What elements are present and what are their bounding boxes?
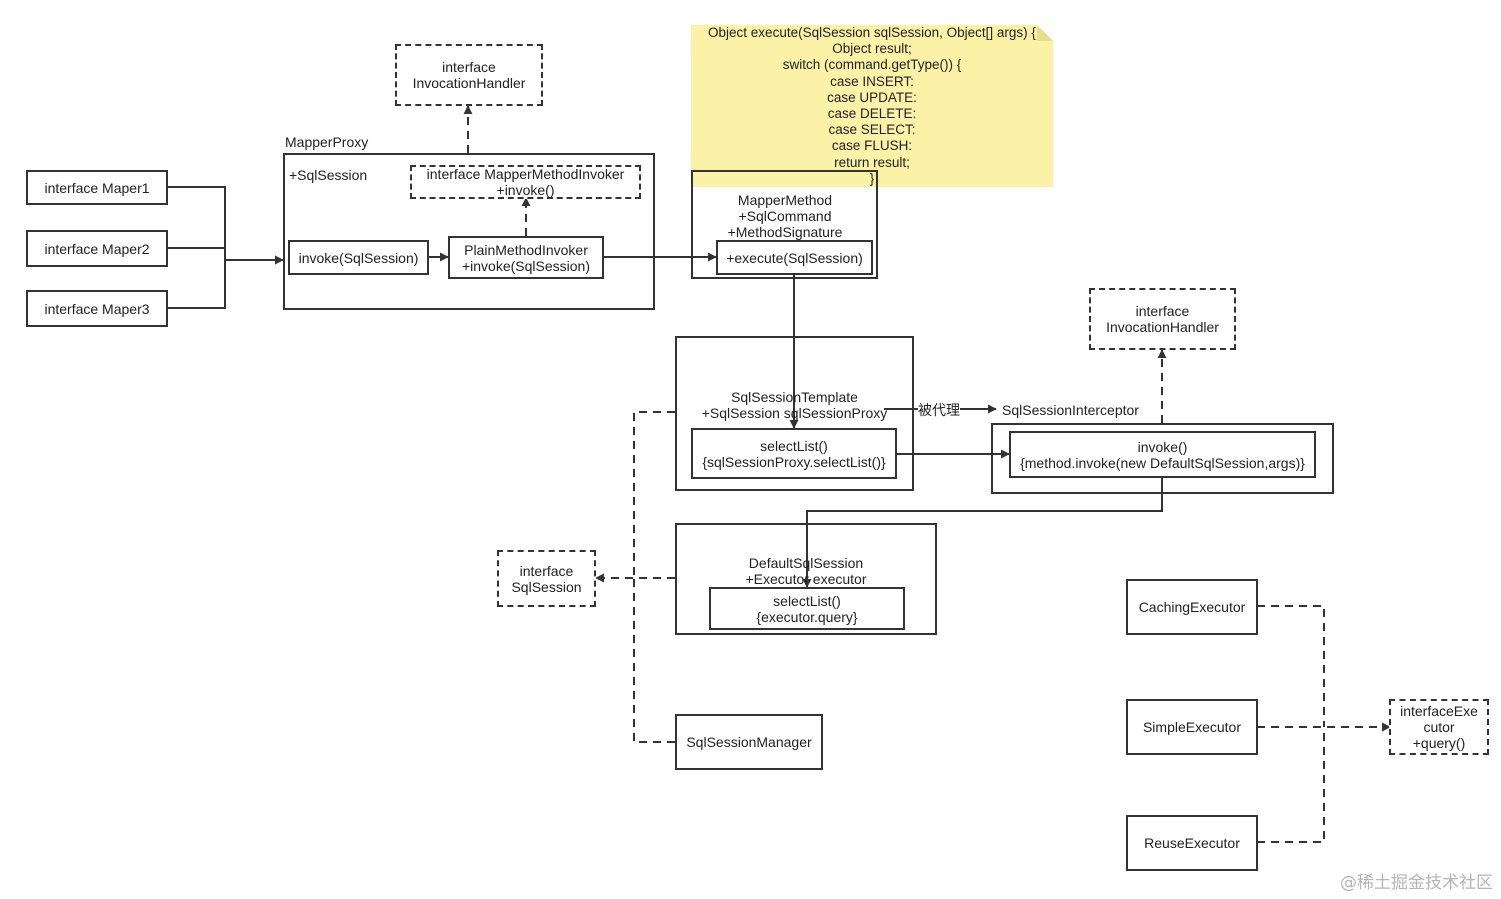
interceptor-invoke-box: invoke() {method.invoke(new DefaultSqlSe… <box>1009 431 1316 478</box>
note-line: case FLUSH: <box>831 138 913 154</box>
template-select-line: selectList() <box>760 437 828 454</box>
simple-executor-box: SimpleExecutor <box>1126 699 1258 755</box>
caching-executor-box: CachingExecutor <box>1126 579 1258 635</box>
maper1-connector <box>167 186 226 260</box>
execute-label: +execute(SqlSession) <box>726 249 863 266</box>
interface-maper1-box: interface Maper1 <box>26 170 168 205</box>
reuse-executor-box: ReuseExecutor <box>1126 815 1258 871</box>
interceptor-to-default-select-arrow <box>802 478 1163 588</box>
plain-invoker-line: +invoke(SqlSession) <box>461 257 590 274</box>
invocation-handler-line: InvocationHandler <box>412 75 526 91</box>
manager-implements-line <box>633 578 675 743</box>
interface-maper3-box: interface Maper3 <box>26 290 168 327</box>
mapper-method-line: +MethodSignature <box>727 224 843 240</box>
note-line: Object execute(SqlSession sqlSession, Ob… <box>708 25 1036 40</box>
proxied-label: 被代理 <box>918 402 960 418</box>
mapper-method-invoker-box: interface MapperMethodInvoker +invoke() <box>410 165 641 199</box>
note-line: case DELETE: <box>827 106 917 122</box>
method-invoker-line: +invoke() <box>496 182 555 198</box>
template-line: +SqlSession sqlSessionProxy <box>701 405 888 421</box>
default-sql-session-container <box>675 523 937 635</box>
executor-interface-line: interfaceExe <box>1400 703 1478 719</box>
invocation-handler-right-box: interface InvocationHandler <box>1089 288 1236 350</box>
interceptor-invoke-line: invoke() <box>1137 438 1188 455</box>
plain-invoker-line: PlainMethodInvoker <box>464 241 588 258</box>
maper3-connector <box>167 260 226 309</box>
mapper-method-line: +SqlCommand <box>738 208 832 224</box>
default-session-line: DefaultSqlSession <box>748 555 864 571</box>
mapper-method-container <box>691 170 878 279</box>
note-line: return result; <box>834 154 910 170</box>
sql-session-line: SqlSession <box>511 578 582 595</box>
note-line: case UPDATE: <box>827 89 917 105</box>
mapper-method-line: MapperMethod <box>737 192 833 208</box>
interface-executor-box: interfaceExe cutor +query() <box>1389 699 1489 755</box>
default-select-line: selectList() <box>773 592 841 609</box>
maper1-label: interface Maper1 <box>44 179 150 196</box>
template-select-line: {sqlSessionProxy.selectList()} <box>702 453 886 470</box>
default-select-line: {executor.query} <box>756 608 858 625</box>
note-line: Object result; <box>832 41 912 57</box>
caching-executor-line <box>1257 605 1325 727</box>
invoke-sqlsession-box: invoke(SqlSession) <box>288 240 429 275</box>
note-line: case SELECT: <box>828 122 916 138</box>
template-line: SqlSessionTemplate <box>731 389 858 405</box>
note-line: switch (command.getType()) { <box>782 57 962 73</box>
sql-session-manager-box: SqlSessionManager <box>675 714 823 770</box>
interface-sql-session-box: interface SqlSession <box>497 550 596 607</box>
invocation-handler-line: interface <box>442 59 496 75</box>
sql-session-manager-label: SqlSessionManager <box>686 734 812 750</box>
mapper-proxy-container <box>283 153 655 310</box>
invocation-handler-line: InvocationHandler <box>1106 319 1219 335</box>
executor-interface-line: +query() <box>1412 735 1466 751</box>
caching-executor-label: CachingExecutor <box>1138 599 1246 615</box>
execute-method-box: +execute(SqlSession) <box>716 240 873 275</box>
mapper-proxy-title: MapperProxy <box>285 134 369 150</box>
reuse-executor-line <box>1257 727 1325 843</box>
sql-session-template-label: SqlSessionTemplate +SqlSession sqlSessio… <box>675 389 914 421</box>
default-sql-session-label: DefaultSqlSession +Executor executor <box>675 555 937 587</box>
interceptor-title: SqlSessionInterceptor <box>1002 402 1139 418</box>
reuse-executor-label: ReuseExecutor <box>1144 835 1240 851</box>
mapper-method-label: MapperMethod +SqlCommand +MethodSignatur… <box>700 192 870 240</box>
default-select-list-box: selectList() {executor.query} <box>709 587 905 630</box>
executor-interface-line: cutor <box>1423 719 1455 735</box>
simple-executor-label: SimpleExecutor <box>1142 719 1242 735</box>
maper3-label: interface Maper3 <box>44 300 150 317</box>
sql-session-line: interface <box>519 562 574 579</box>
method-invoker-line: interface MapperMethodInvoker <box>426 166 625 182</box>
interceptor-invoke-line: {method.invoke(new DefaultSqlSession,arg… <box>1020 454 1305 471</box>
template-select-list-box: selectList() {sqlSessionProxy.selectList… <box>691 428 897 479</box>
interceptor-container <box>991 423 1334 494</box>
template-implements-line <box>633 411 675 578</box>
invoke-label: invoke(SqlSession) <box>298 249 419 266</box>
invocation-handler-line: interface <box>1135 303 1190 319</box>
sql-session-template-container <box>675 336 914 491</box>
execute-code-note: Object execute(SqlSession sqlSession, Ob… <box>691 25 1053 187</box>
note-line: case INSERT: <box>830 73 914 89</box>
watermark: @稀土掘金技术社区 <box>1340 873 1493 893</box>
note-line: } <box>869 170 875 186</box>
mapper-proxy-field: +SqlSession <box>289 167 368 183</box>
maper2-label: interface Maper2 <box>44 240 150 257</box>
plain-method-invoker-box: PlainMethodInvoker +invoke(SqlSession) <box>448 236 604 279</box>
invocation-handler-top-box: interface InvocationHandler <box>395 44 543 106</box>
default-session-line: +Executor executor <box>745 571 867 587</box>
interface-maper2-box: interface Maper2 <box>26 230 168 267</box>
